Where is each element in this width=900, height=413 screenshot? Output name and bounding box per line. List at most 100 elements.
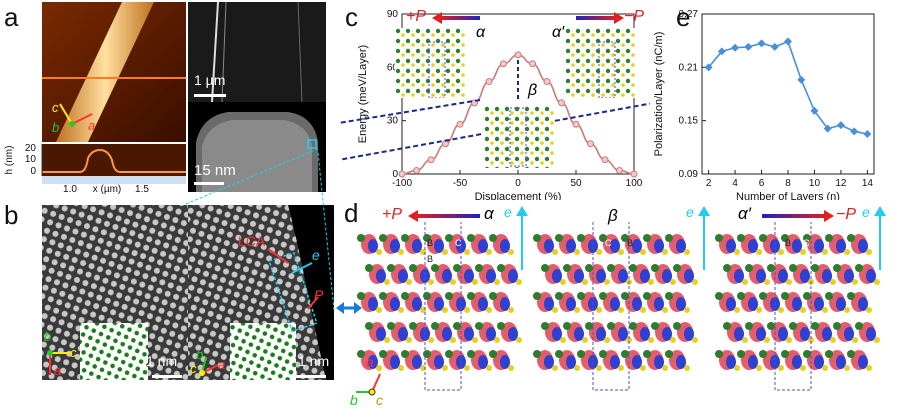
atom-yellow xyxy=(734,307,740,313)
atom-yellow xyxy=(874,337,880,343)
atom-green xyxy=(673,264,681,272)
lca-label: LCA xyxy=(238,233,266,249)
orbital-lobe xyxy=(368,239,378,253)
orbital-lobe xyxy=(464,327,474,341)
orbital-lobe xyxy=(632,239,642,253)
atom-yellow xyxy=(508,249,514,255)
atom-yellow xyxy=(472,279,478,285)
atom-green xyxy=(651,322,659,330)
data-point xyxy=(731,43,740,52)
c-beta-label: β xyxy=(528,82,538,99)
x-tick-label: 2 xyxy=(706,178,712,189)
atom-yellow xyxy=(552,307,558,313)
data-point xyxy=(616,166,623,174)
height-profile-svg: 20 10 0 1.0 1.5 x (µm) h (nm) xyxy=(4,143,186,195)
d-atom-label: B xyxy=(627,238,634,248)
atom-green xyxy=(737,350,745,358)
orbital-lobe xyxy=(508,269,518,283)
orbital-lobe xyxy=(726,355,736,369)
stem-image-right: LCA e P b c a 1 nm xyxy=(188,205,334,380)
atom-green xyxy=(781,350,789,358)
orbital-lobe xyxy=(398,327,408,341)
orbital-lobe xyxy=(478,239,488,253)
orbital-lobe xyxy=(478,297,488,311)
atom-green xyxy=(621,234,629,242)
atom-green xyxy=(825,234,833,242)
orbital-lobe xyxy=(814,239,824,253)
atom-green xyxy=(577,234,585,242)
atom-yellow xyxy=(494,337,500,343)
atom-green xyxy=(803,350,811,358)
data-point xyxy=(630,170,638,178)
panel-label-e: e xyxy=(676,2,691,32)
atom-green xyxy=(607,322,615,330)
atom-green xyxy=(715,350,723,358)
atom-yellow xyxy=(662,365,668,371)
orbital-lobe xyxy=(500,239,510,253)
atom-yellow xyxy=(604,337,610,343)
tem-cross-section: 15 nm xyxy=(188,102,326,192)
atom-yellow xyxy=(866,249,872,255)
x-tick-label: 6 xyxy=(759,178,765,189)
orbital-lobe xyxy=(814,355,824,369)
atom-green xyxy=(825,350,833,358)
data-point xyxy=(456,120,464,128)
atom-yellow xyxy=(640,249,646,255)
atom-yellow xyxy=(866,365,872,371)
orbital-lobe xyxy=(390,239,400,253)
atom-yellow xyxy=(822,365,828,371)
panel-label-b: b xyxy=(4,200,19,230)
b-axis-a-left: a xyxy=(54,363,62,378)
d-structures-group xyxy=(357,222,880,391)
orbital-lobe xyxy=(544,355,554,369)
data-point xyxy=(427,156,435,164)
d-beta-label: β xyxy=(608,206,618,225)
x-tick-label: 50 xyxy=(570,178,582,189)
orbital-lobe xyxy=(662,269,672,283)
d-e-label-3: e xyxy=(862,204,870,220)
orbital-lobe xyxy=(726,297,736,311)
d-atom-label: C xyxy=(803,238,810,248)
b-p-label: P xyxy=(314,287,324,303)
orbital-lobe xyxy=(390,297,400,311)
orbital-lobe xyxy=(778,327,788,341)
d-arrow-left-icon xyxy=(408,210,480,222)
atom-green xyxy=(365,264,373,272)
c-arrow-left-icon xyxy=(432,12,480,24)
atom-green xyxy=(431,322,439,330)
y-tick-label: 60 xyxy=(387,62,399,73)
orbital-lobe xyxy=(822,327,832,341)
atom-yellow xyxy=(450,279,456,285)
profile-ytick: 0 xyxy=(30,166,36,177)
x-tick-label: 0 xyxy=(515,178,521,189)
atom-green xyxy=(577,350,585,358)
data-point xyxy=(442,140,449,148)
atom-yellow xyxy=(398,365,404,371)
atom-yellow xyxy=(866,307,872,313)
orbital-lobe xyxy=(596,269,606,283)
c-structure-beta xyxy=(484,106,554,168)
atom-green xyxy=(489,234,497,242)
data-point xyxy=(529,60,536,68)
data-point xyxy=(850,127,859,136)
orbital-lobe xyxy=(632,355,642,369)
y-tick-label: 30 xyxy=(387,116,399,127)
scale-label-1um: 1 µm xyxy=(194,72,226,88)
d-atom-label: B xyxy=(427,238,434,248)
atom-green xyxy=(489,350,497,358)
atom-yellow xyxy=(516,279,522,285)
y-tick-label: 0.09 xyxy=(679,169,699,180)
atom-green xyxy=(467,350,475,358)
b-e-label: e xyxy=(312,247,320,263)
atom-green xyxy=(833,264,841,272)
axis-c-label: c xyxy=(52,100,59,115)
atom-green xyxy=(563,322,571,330)
orbital-lobe xyxy=(574,327,584,341)
data-point xyxy=(757,39,766,48)
atom-yellow xyxy=(428,279,434,285)
atom-yellow xyxy=(486,365,492,371)
x-tick-label: 100 xyxy=(626,178,643,189)
atom-green xyxy=(833,322,841,330)
atom-green xyxy=(715,234,723,242)
